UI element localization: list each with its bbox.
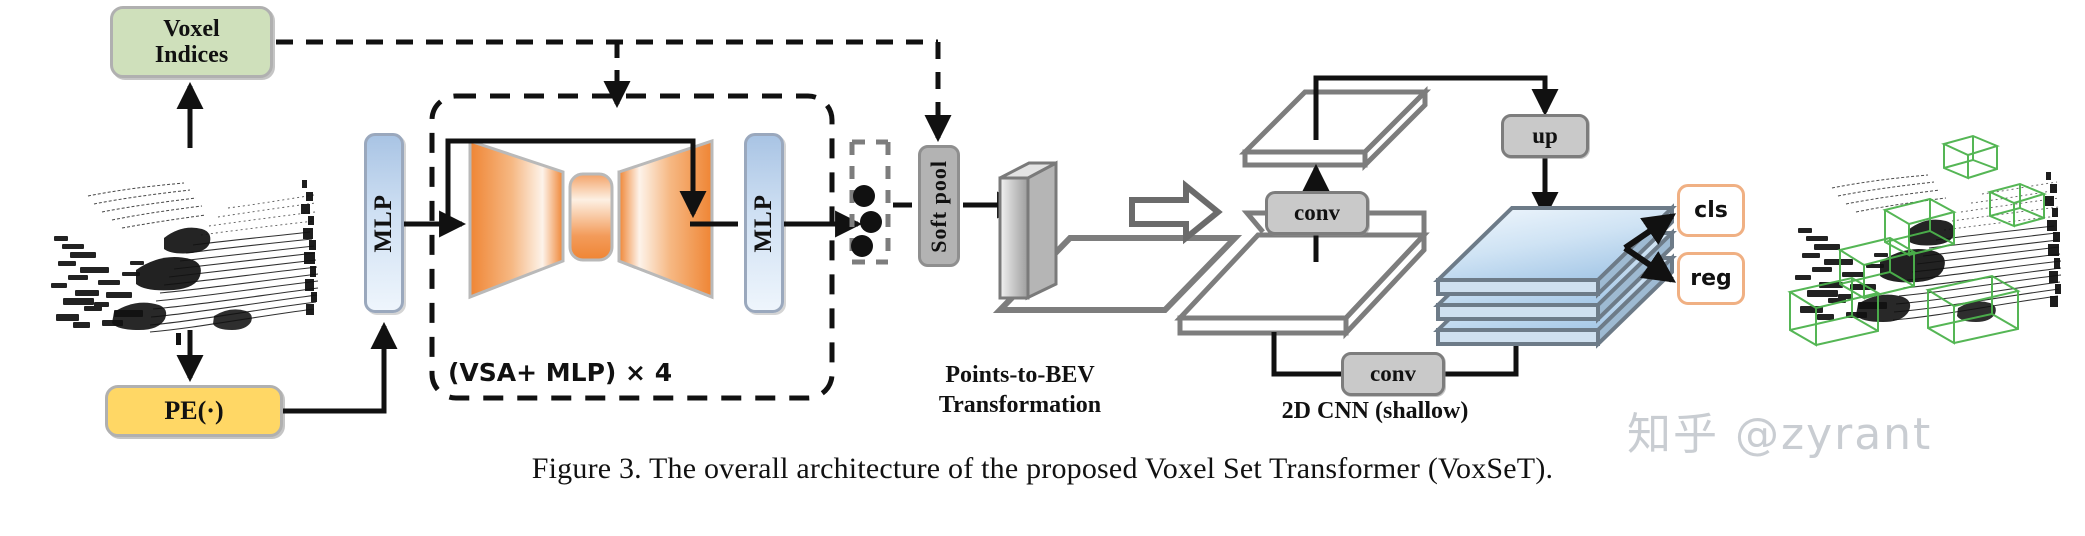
points-to-bev-label: Points-to-BEV Transformation xyxy=(905,360,1135,420)
points-to-bev-line2: Transformation xyxy=(938,392,1102,418)
cls-head-box[interactable]: cls xyxy=(1677,184,1745,237)
mlp-input-box[interactable]: MLP xyxy=(364,133,404,313)
positional-encoding-box[interactable]: PE(·) xyxy=(105,385,283,437)
voxel-indices-label: Voxel Indices xyxy=(154,15,229,68)
cnn-label: 2D CNN (shallow) xyxy=(1281,398,1469,424)
conv-bottom-button[interactable]: conv xyxy=(1341,352,1445,396)
up-button[interactable]: up xyxy=(1501,114,1589,158)
vsa-block-label: (VSA+ MLP) × 4 xyxy=(448,358,673,387)
detection-bbox-group xyxy=(1787,134,2047,347)
reg-label: reg xyxy=(1690,266,1732,291)
voxel-indices-box[interactable]: Voxel Indices xyxy=(110,6,273,78)
conv-bottom-label: conv xyxy=(1370,361,1416,386)
conv-top-label: conv xyxy=(1294,200,1340,225)
watermark: 知乎 @zyrant xyxy=(1627,409,1933,460)
reg-head-box[interactable]: reg xyxy=(1677,252,1745,305)
up-label: up xyxy=(1532,123,1558,148)
conv-top-button[interactable]: conv xyxy=(1265,191,1369,235)
pe-label: PE(·) xyxy=(164,395,224,425)
soft-pool-box[interactable]: Soft pool xyxy=(918,145,960,267)
figure-caption: Figure 3. The overall architecture of th… xyxy=(531,452,1554,485)
cls-label: cls xyxy=(1694,198,1728,223)
input-point-cloud xyxy=(18,140,338,345)
mlp-output-box[interactable]: MLP xyxy=(744,133,784,313)
points-to-bev-line1: Points-to-BEV xyxy=(945,362,1095,388)
